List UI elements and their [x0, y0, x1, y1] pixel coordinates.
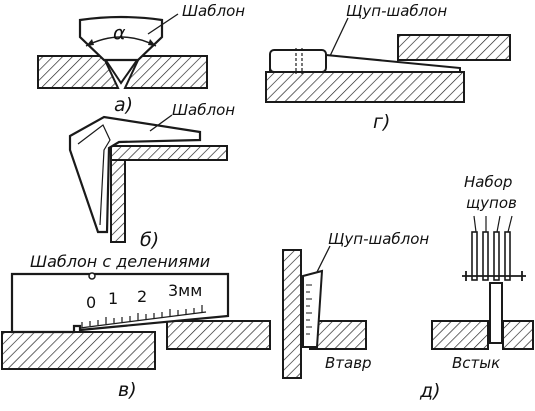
label-feeler-set-1: Набор	[464, 173, 513, 191]
wall-tee	[282, 249, 302, 379]
label-feeler-set-2: щупов	[466, 194, 517, 212]
leader-d-set	[473, 215, 513, 233]
feeler-rivet	[295, 48, 303, 74]
scale-unit-3mm: 3мм	[168, 281, 203, 300]
plate-right-a	[123, 55, 208, 89]
label-feeler-template-d: Щуп-шаблон	[328, 230, 430, 248]
template-b-edge	[77, 124, 111, 226]
label-alpha: α	[113, 22, 126, 44]
caption-d: д)	[420, 380, 441, 402]
figure-g	[265, 17, 511, 103]
leader-b	[149, 114, 173, 132]
caption-g: г)	[373, 111, 391, 133]
scale-ticks	[81, 305, 203, 327]
figure-b	[68, 114, 228, 243]
plate-vertical-b	[110, 159, 126, 243]
caption-b: б)	[140, 229, 160, 251]
plate-right-v	[166, 320, 271, 350]
arc-arrow-left	[86, 39, 94, 46]
graduated-template	[10, 272, 230, 334]
template-a	[78, 15, 164, 62]
template-notch	[88, 272, 96, 280]
feeler-clamp	[462, 271, 526, 281]
feeler-blade-4	[504, 231, 511, 281]
feeler-template-tee	[302, 269, 324, 348]
scale-digit-2: 2	[137, 287, 148, 306]
plate-right-butt	[502, 320, 534, 350]
scale-digit-1: 1	[108, 289, 119, 308]
figure-d-tee	[282, 245, 367, 379]
plate-left-v	[1, 331, 156, 370]
label-graduated-template: Шаблон с делениями	[30, 252, 211, 271]
feeler-handle	[269, 49, 327, 73]
template-b	[68, 115, 202, 234]
scale-line	[79, 311, 207, 329]
plate-upper-g	[397, 34, 511, 61]
label-butt: Встык	[452, 354, 501, 372]
figure-a	[37, 13, 208, 89]
feeler-blade-1	[471, 231, 478, 281]
leader-a	[147, 13, 179, 35]
weld-root-a	[102, 55, 141, 85]
plate-left-butt	[431, 320, 489, 350]
feeler-blade-2	[482, 231, 489, 281]
leader-g	[329, 17, 349, 57]
label-tee: Втавр	[325, 354, 372, 372]
caption-a: а)	[114, 94, 134, 116]
leader-d-tee	[316, 245, 331, 273]
plate-horizontal-b	[110, 145, 228, 161]
label-template-a: Шаблон	[182, 2, 246, 20]
feeler-stack-post	[489, 282, 503, 344]
scale-digit-0: 0	[86, 293, 97, 312]
figure-v	[1, 272, 271, 370]
label-feeler-template-g: Щуп-шаблон	[346, 2, 448, 20]
feeler-blade-3	[493, 231, 500, 281]
plate-left-a	[37, 55, 120, 89]
arc-arrow-right	[148, 39, 156, 46]
tee-scale	[306, 284, 312, 335]
plate-base-g	[265, 71, 465, 103]
label-template-b: Шаблон	[172, 101, 236, 119]
caption-v: в)	[118, 379, 137, 401]
figure-d-butt	[431, 215, 534, 350]
